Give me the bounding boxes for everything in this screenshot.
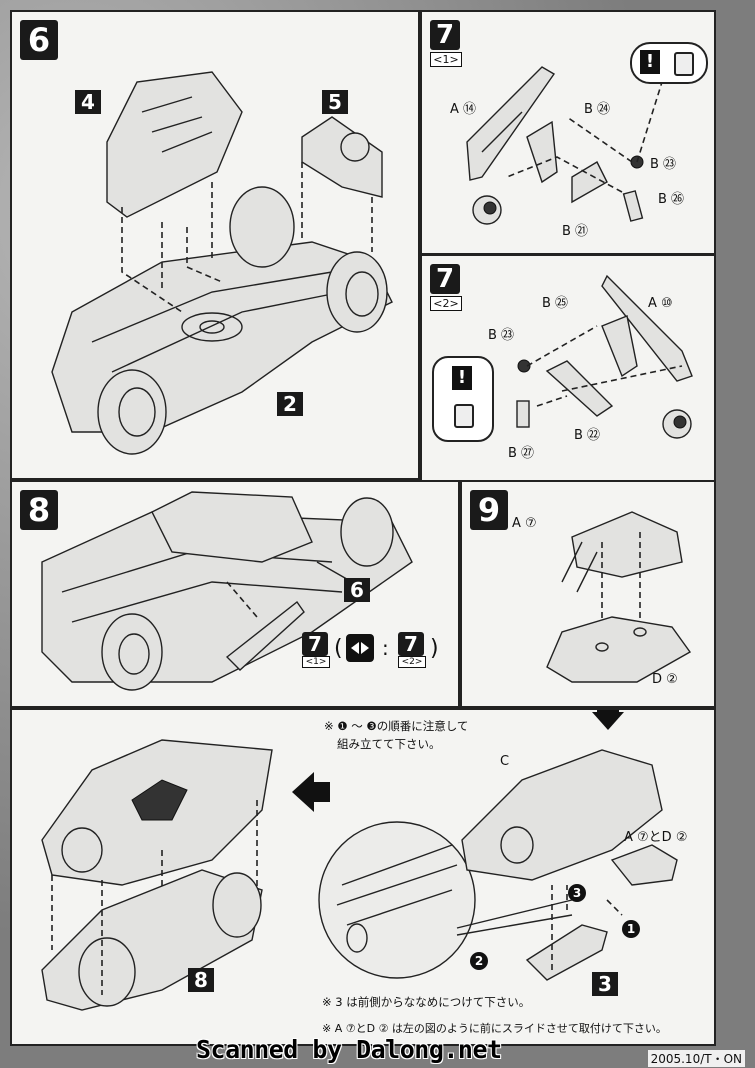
part-tag-5: 5	[322, 90, 348, 114]
step-9-illustration	[546, 511, 692, 683]
colon: :	[382, 636, 389, 660]
marker-2: 2	[470, 952, 488, 970]
step-8-illustration	[41, 491, 413, 691]
step-9-panel: 9 A ⑦ D ②	[460, 480, 716, 708]
part-label-b26: B ㉖	[658, 192, 685, 207]
part-label-c: C	[500, 754, 510, 769]
part-tag-2: 2	[277, 392, 303, 416]
part-label-a14: A ⑭	[450, 102, 477, 117]
step-7-1-illustration	[466, 66, 663, 225]
glue-icon	[454, 404, 474, 428]
paren-open: (	[334, 636, 343, 661]
step-number: 8	[20, 490, 58, 530]
part-label-b27: B ㉗	[508, 446, 535, 461]
step-7-1-panel: 7 <1> ! A ⑭ B ㉔ B ㉓ B ㉖ B ㉑	[420, 10, 716, 255]
sub-ref-7-2: 7	[398, 632, 424, 656]
step-sub: <2>	[430, 296, 462, 311]
step-number: 6	[20, 20, 58, 60]
final-assembly-illustration	[41, 739, 678, 1011]
note-slide: ※ A ⑦とD ② は左の図のように前にスライドさせて取付けて下さい。	[322, 1022, 667, 1035]
caution-icon: !	[630, 42, 708, 84]
marker-3: 3	[568, 884, 586, 902]
part-label-b23: B ㉓	[650, 157, 677, 172]
part-label-d2: D ②	[652, 672, 678, 687]
document-code: 2005.10/T・ON	[647, 1050, 745, 1067]
part-tag-8: 8	[188, 968, 214, 992]
final-assembly-panel: ※ ❶ ～ ❸の順番に注意して 組み立てて下さい。 C A ⑦とD ② 8 3 …	[10, 708, 716, 1046]
note-front: ※ 3 は前側からななめにつけて下さい。	[322, 995, 531, 1009]
caution-icon: !	[432, 356, 494, 442]
arrow-down-icon	[597, 710, 619, 712]
part-label-b25: B ㉕	[542, 296, 569, 311]
step-7-2-panel: 7 <2> ! A ⑩ B ㉕ B ㉓ B ㉒ B ㉗	[420, 254, 716, 482]
sub-ref-group: 7 <1> ( : 7 <2> )	[302, 632, 458, 672]
step-sub: <1>	[430, 52, 462, 67]
part-tag-4: 4	[75, 90, 101, 114]
part-label-b23: B ㉓	[488, 328, 515, 343]
part-label-b22: B ㉒	[574, 428, 601, 443]
step-6-panel: 6 4 5	[10, 10, 420, 480]
part-label-a7: A ⑦	[512, 516, 537, 531]
scan-watermark: Scanned by Dalong.net	[196, 1035, 502, 1064]
step-7-2-illustration	[516, 274, 693, 439]
sub-ref-7-1-label: <1>	[302, 656, 330, 668]
step-6-illustration	[51, 71, 393, 455]
part-label-b24: B ㉔	[584, 102, 611, 117]
step-number: 9	[470, 490, 508, 530]
note-order: ※ ❶ ～ ❸の順番に注意して	[324, 719, 469, 733]
paren-close: )	[430, 636, 439, 661]
arrow-right-icon	[346, 634, 374, 662]
step-8-panel: 8 6 7 <1> ( : 7 <2> )	[10, 480, 460, 708]
arrow-down-icon-head	[592, 712, 624, 730]
note-order-2: 組み立てて下さい。	[337, 737, 441, 751]
part-label-a10: A ⑩	[648, 296, 673, 311]
part-tag-6: 6	[344, 578, 370, 602]
arrow-left-icon-tail	[314, 782, 330, 802]
sub-ref-7-2-label: <2>	[398, 656, 426, 668]
step-number: 7	[430, 20, 460, 50]
glue-icon	[674, 52, 694, 76]
step-number: 7	[430, 264, 460, 294]
part-label-b21: B ㉑	[562, 224, 589, 239]
arrow-left-icon	[292, 772, 314, 812]
sub-ref-7-1: 7	[302, 632, 328, 656]
part-tag-3: 3	[592, 972, 618, 996]
marker-1: 1	[622, 920, 640, 938]
part-label-a7-d2: A ⑦とD ②	[624, 830, 688, 845]
